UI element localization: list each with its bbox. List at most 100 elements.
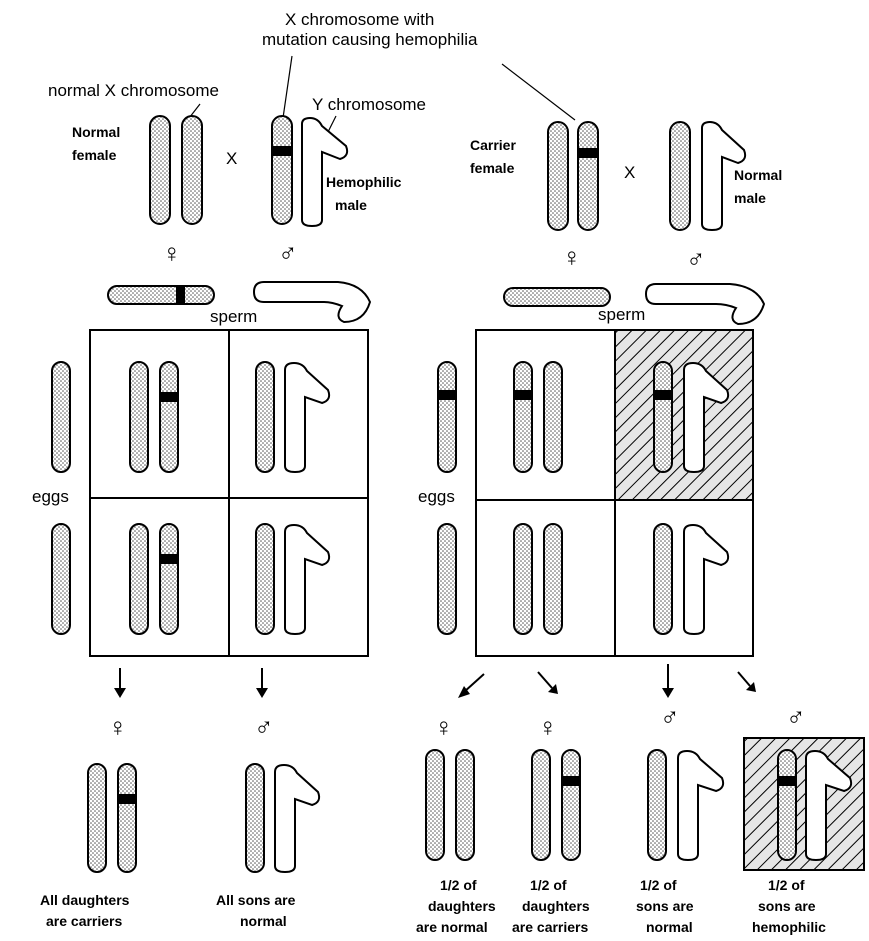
cross-symbol-left: X (226, 149, 237, 168)
mutation-label-line1: X chromosome with (285, 10, 434, 29)
female-symbol: ♀ (434, 712, 454, 742)
x-chromosome (438, 524, 456, 634)
caption-r2-1: 1/2 of (530, 877, 567, 893)
caption-r1-3: are normal (416, 919, 488, 935)
y-chromosome (678, 751, 723, 860)
mutation-label-line2: mutation causing hemophilia (262, 30, 478, 49)
mutation-band (160, 554, 178, 564)
caption-r2-2: daughters (522, 898, 590, 914)
x-chromosome (514, 524, 532, 634)
x-chromosome-mutated (578, 122, 598, 230)
y-chromosome-label: Y chromosome (312, 95, 426, 114)
mutation-pointer-left (283, 56, 292, 118)
caption-r3-1: 1/2 of (640, 877, 677, 893)
female-symbol: ♀ (538, 712, 558, 742)
caption-r3-2: sons are (636, 898, 694, 914)
x-chromosome (52, 362, 70, 472)
caption-r3-3: normal (646, 919, 693, 935)
x-chromosome-mutated (654, 362, 672, 472)
hemophilic-male-label-2: male (335, 197, 367, 213)
y-chromosome (285, 363, 329, 472)
x-chromosome (670, 122, 690, 230)
caption-left-sons-1: All sons are (216, 892, 296, 908)
normal-female-label-1: Normal (72, 124, 120, 140)
mutation-band (176, 286, 185, 304)
x-chromosome (88, 764, 106, 872)
cross-symbol-right: X (624, 163, 635, 182)
mutation-band (160, 392, 178, 402)
y-chromosome (285, 525, 329, 634)
hemophilic-male-label-1: Hemophilic (326, 174, 402, 190)
mutation-band (578, 148, 598, 158)
caption-left-daughters-2: are carriers (46, 913, 123, 929)
caption-r4-2: sons are (758, 898, 816, 914)
x-chromosome (532, 750, 550, 860)
x-chromosome (544, 362, 562, 472)
arrow-head (662, 688, 674, 698)
arrow-to-hemophilic-son (738, 672, 750, 686)
carrier-female-label-1: Carrier (470, 137, 516, 153)
x-chromosome (256, 362, 274, 472)
male-symbol: ♂ (278, 238, 298, 268)
x-chromosome (456, 750, 474, 860)
normal-male-label-2: male (734, 190, 766, 206)
normal-male-label-1: Normal (734, 167, 782, 183)
arrow-head (114, 688, 126, 698)
y-chromosome (254, 282, 370, 322)
x-chromosome-mutated (562, 750, 580, 860)
x-chromosome-mutated (118, 764, 136, 872)
female-symbol: ♀ (562, 242, 582, 272)
x-chromosome (504, 288, 610, 306)
hemophilic-son-shading (744, 738, 864, 870)
caption-left-sons-2: normal (240, 913, 287, 929)
x-chromosome (130, 524, 148, 634)
eggs-label-right: eggs (418, 487, 455, 506)
x-chromosome-mutated (160, 524, 178, 634)
y-chromosome (646, 284, 764, 324)
x-chromosome-mutated (438, 362, 456, 472)
mutation-band (654, 390, 672, 400)
x-chromosome-mutated (272, 116, 292, 224)
x-chromosome (182, 116, 202, 224)
mutation-band (438, 390, 456, 400)
mutation-band (272, 146, 292, 156)
arrow-head (256, 688, 268, 698)
x-chromosome-mutated (514, 362, 532, 472)
x-chromosome-mutated (160, 362, 178, 472)
eggs-label-left: eggs (32, 487, 69, 506)
x-chromosome (130, 362, 148, 472)
caption-left-daughters-1: All daughters (40, 892, 130, 908)
normal-x-label: normal X chromosome (48, 81, 219, 100)
female-symbol: ♀ (108, 712, 128, 742)
mutation-band (118, 794, 136, 804)
normal-female-label-2: female (72, 147, 117, 163)
y-chromosome-pointer (328, 116, 336, 132)
caption-r1-1: 1/2 of (440, 877, 477, 893)
sperm-label-left: sperm (210, 307, 257, 326)
x-chromosome (648, 750, 666, 860)
x-chromosome (256, 524, 274, 634)
x-chromosome (246, 764, 264, 872)
mutation-band (778, 776, 796, 786)
caption-r1-2: daughters (428, 898, 496, 914)
x-chromosome (52, 524, 70, 634)
x-chromosome (426, 750, 444, 860)
x-chromosome (548, 122, 568, 230)
y-chromosome (275, 765, 319, 872)
sperm-label-right: sperm (598, 305, 645, 324)
caption-r4-1: 1/2 of (768, 877, 805, 893)
arrow-to-carrier-daughter (538, 672, 552, 688)
carrier-female-label-2: female (470, 160, 515, 176)
caption-r2-3: are carriers (512, 919, 589, 935)
x-chromosome-mutated (778, 750, 796, 860)
male-symbol: ♂ (660, 702, 680, 732)
mutation-band (562, 776, 580, 786)
caption-r4-3: hemophilic (752, 919, 826, 935)
male-symbol: ♂ (254, 712, 274, 742)
male-symbol: ♂ (686, 244, 706, 274)
arrow-to-normal-daughter (464, 674, 484, 692)
x-chromosome (150, 116, 170, 224)
x-chromosome-mutated (108, 286, 214, 304)
male-symbol: ♂ (786, 702, 806, 732)
